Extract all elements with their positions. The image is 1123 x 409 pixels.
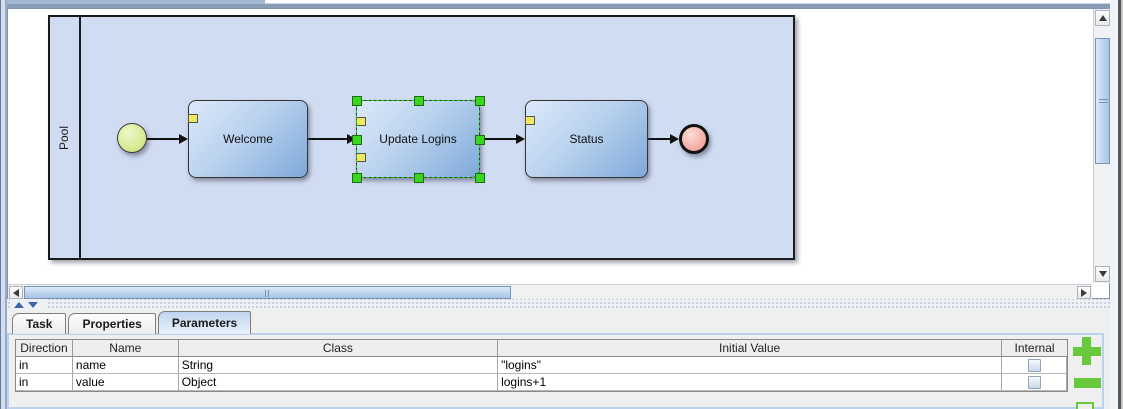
- vertical-scrollbar-thumb[interactable]: [1095, 38, 1110, 164]
- scroll-down-button[interactable]: [1095, 266, 1110, 282]
- sequence-flow-arrow[interactable]: [480, 133, 525, 145]
- cell-direction[interactable]: in: [16, 357, 73, 374]
- cell-internal: [1002, 374, 1067, 391]
- task-status[interactable]: Status: [525, 100, 648, 178]
- resize-handle-se[interactable]: [475, 173, 485, 183]
- parameters-table: Direction Name Class Initial Value Inter…: [15, 339, 1068, 392]
- resize-handle-w[interactable]: [352, 135, 362, 145]
- top-tab-remnant: [0, 0, 265, 4]
- arrow-up-icon: [1098, 15, 1107, 21]
- window-top-strip: [0, 0, 1123, 8]
- arrow-right-icon: [1081, 288, 1087, 297]
- diagram-scrollpane: Pool Welcome Update Logins: [7, 8, 1110, 299]
- parameter-marker-icon: [188, 114, 198, 123]
- resize-handle-nw[interactable]: [352, 96, 362, 106]
- task-welcome[interactable]: Welcome: [188, 100, 308, 178]
- column-header-internal[interactable]: Internal: [1002, 340, 1067, 357]
- tab-label: Task: [26, 317, 53, 331]
- cell-internal: [1002, 357, 1067, 374]
- internal-checkbox[interactable]: [1027, 358, 1041, 372]
- cell-direction[interactable]: in: [16, 374, 73, 391]
- thumb-grip-icon: [265, 290, 271, 297]
- thumb-grip-icon: [1099, 99, 1108, 105]
- cell-initial-value[interactable]: "logins": [498, 357, 1003, 374]
- arrow-down-icon: [1098, 271, 1107, 277]
- horizontal-scrollbar[interactable]: [8, 284, 1092, 299]
- resize-handle-n[interactable]: [414, 96, 424, 106]
- tab-task[interactable]: Task: [12, 313, 67, 334]
- table-row[interactable]: in value Object logins+1: [16, 374, 1067, 391]
- resize-handle-ne[interactable]: [475, 96, 485, 106]
- scroll-left-button[interactable]: [9, 286, 23, 299]
- tab-label: Parameters: [171, 316, 238, 330]
- window-left-border: [0, 0, 7, 409]
- sequence-flow-arrow[interactable]: [147, 133, 188, 145]
- tab-parameters[interactable]: Parameters: [157, 311, 252, 334]
- column-header-initial-value[interactable]: Initial Value: [498, 340, 1003, 357]
- horizontal-scrollbar-thumb[interactable]: [24, 286, 511, 299]
- pool-label: Pool: [57, 125, 72, 150]
- start-event[interactable]: [117, 123, 147, 153]
- parameter-marker-icon: [356, 117, 366, 126]
- task-label: Status: [569, 132, 604, 146]
- sequence-flow-arrow[interactable]: [648, 133, 679, 145]
- sequence-flow-arrow[interactable]: [308, 133, 356, 145]
- vertical-scrollbar[interactable]: [1093, 9, 1110, 283]
- resize-handle-e[interactable]: [475, 135, 485, 145]
- resize-handle-s[interactable]: [414, 173, 424, 183]
- splitter-collapse-down-icon[interactable]: [28, 301, 38, 308]
- cell-initial-value[interactable]: logins+1: [498, 374, 1003, 391]
- add-parameter-button[interactable]: [1072, 336, 1102, 366]
- column-header-direction[interactable]: Direction: [16, 340, 73, 357]
- task-update-logins[interactable]: Update Logins: [352, 96, 485, 183]
- cell-name[interactable]: name: [72, 357, 179, 374]
- table-row[interactable]: in name String "logins": [16, 357, 1067, 374]
- diagram-canvas[interactable]: Pool Welcome Update Logins: [8, 9, 1092, 283]
- resize-handle-sw[interactable]: [352, 173, 362, 183]
- task-label: Welcome: [223, 132, 273, 146]
- tab-properties[interactable]: Properties: [68, 313, 156, 334]
- tab-label: Properties: [82, 317, 142, 331]
- top-highlight-line: [265, 3, 1123, 4]
- cell-name[interactable]: value: [72, 374, 179, 391]
- partial-button-icon[interactable]: [1076, 402, 1094, 409]
- tab-bar: Task Properties Parameters: [7, 311, 253, 334]
- task-label: Update Logins: [379, 132, 457, 146]
- table-header-row: Direction Name Class Initial Value Inter…: [16, 340, 1067, 357]
- splitter-collapse-up-icon[interactable]: [14, 301, 24, 308]
- column-header-class[interactable]: Class: [178, 340, 499, 357]
- pool-header-lane[interactable]: Pool: [50, 17, 81, 258]
- parameter-marker-icon: [356, 153, 366, 162]
- end-event[interactable]: [679, 124, 709, 154]
- cell-class[interactable]: Object: [178, 374, 499, 391]
- scroll-up-button[interactable]: [1095, 10, 1110, 26]
- window-right-border: [1110, 0, 1123, 409]
- internal-checkbox[interactable]: [1027, 375, 1041, 389]
- splitpane-divider[interactable]: [7, 299, 1110, 310]
- arrow-left-icon: [13, 288, 19, 297]
- parameter-marker-icon: [525, 116, 535, 125]
- scroll-right-button[interactable]: [1077, 286, 1091, 299]
- column-header-name[interactable]: Name: [72, 340, 179, 357]
- cell-class[interactable]: String: [178, 357, 499, 374]
- remove-parameter-button[interactable]: [1074, 378, 1101, 388]
- top-white-remnant: [265, 0, 1123, 3]
